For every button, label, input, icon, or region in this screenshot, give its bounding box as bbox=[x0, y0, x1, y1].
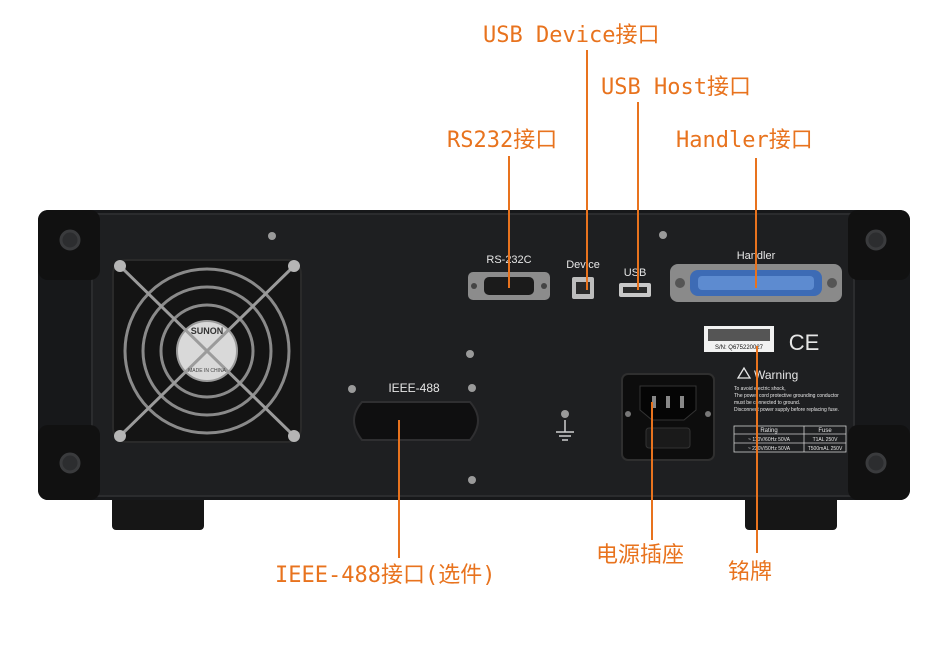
fuse-header: Fuse bbox=[818, 428, 832, 434]
usb-device-port bbox=[572, 277, 594, 299]
warning-line: Disconnect power supply before replacing… bbox=[734, 407, 839, 413]
device-label: Device bbox=[566, 259, 600, 271]
rating-header: Rating bbox=[760, 428, 777, 434]
ground-symbol bbox=[556, 420, 574, 441]
fuse-cell: T500mAL 250V bbox=[808, 446, 843, 452]
corner-screw-br bbox=[865, 452, 887, 474]
rating-cell: ~ 110V/60Hz 50VA bbox=[748, 437, 791, 443]
panel-screw bbox=[468, 384, 476, 392]
callout-handler: Handler接口 bbox=[676, 128, 813, 153]
cooling-fan: SUNON MADE IN CHINA bbox=[112, 259, 302, 443]
fan-brand-label: SUNON bbox=[191, 326, 224, 336]
corner-screw-tr bbox=[865, 229, 887, 251]
callout-ieee488: IEEE-488接口(选件) bbox=[275, 563, 496, 588]
panel-screw bbox=[348, 385, 356, 393]
corner-screw-bl bbox=[59, 452, 81, 474]
usb-host-port bbox=[619, 283, 651, 297]
panel-screw bbox=[268, 232, 276, 240]
ieee488-label: IEEE-488 bbox=[388, 381, 440, 395]
usb-label: USB bbox=[624, 267, 647, 279]
ce-mark: CE bbox=[789, 330, 820, 355]
warning-block: Warning To avoid electric shock, The pow… bbox=[734, 366, 839, 413]
warning-icon bbox=[736, 366, 752, 379]
rating-cell: ~ 220V/50Hz 50VA bbox=[748, 446, 791, 452]
warning-line: must be connected to ground. bbox=[734, 400, 800, 406]
power-socket bbox=[621, 373, 715, 461]
ieee488-cover-plate bbox=[353, 401, 479, 441]
callout-power-socket: 电源插座 bbox=[596, 543, 685, 568]
fan-origin-label: MADE IN CHINA bbox=[188, 368, 226, 374]
warning-line: To avoid electric shock, bbox=[734, 386, 786, 392]
serial-number-sticker: S/N: Q675220027 bbox=[704, 326, 774, 352]
warning-line: The power cord protective grounding cond… bbox=[734, 393, 839, 399]
panel-screw bbox=[468, 476, 476, 484]
panel-screw bbox=[561, 410, 569, 418]
corner-screw-tl bbox=[59, 229, 81, 251]
serial-number: S/N: Q675220027 bbox=[715, 345, 764, 351]
rating-table: Rating Fuse ~ 110V/60Hz 50VA T1AL 250V ~… bbox=[733, 425, 847, 453]
panel-screw bbox=[466, 350, 474, 358]
callout-nameplate: 铭牌 bbox=[728, 560, 773, 585]
callout-usb-device: USB Device接口 bbox=[483, 23, 660, 48]
fuse-cell: T1AL 250V bbox=[813, 437, 838, 443]
warning-title: Warning bbox=[754, 368, 798, 382]
panel-screw bbox=[659, 231, 667, 239]
callout-rs232: RS232接口 bbox=[447, 128, 558, 153]
callout-usb-host: USB Host接口 bbox=[601, 75, 751, 100]
